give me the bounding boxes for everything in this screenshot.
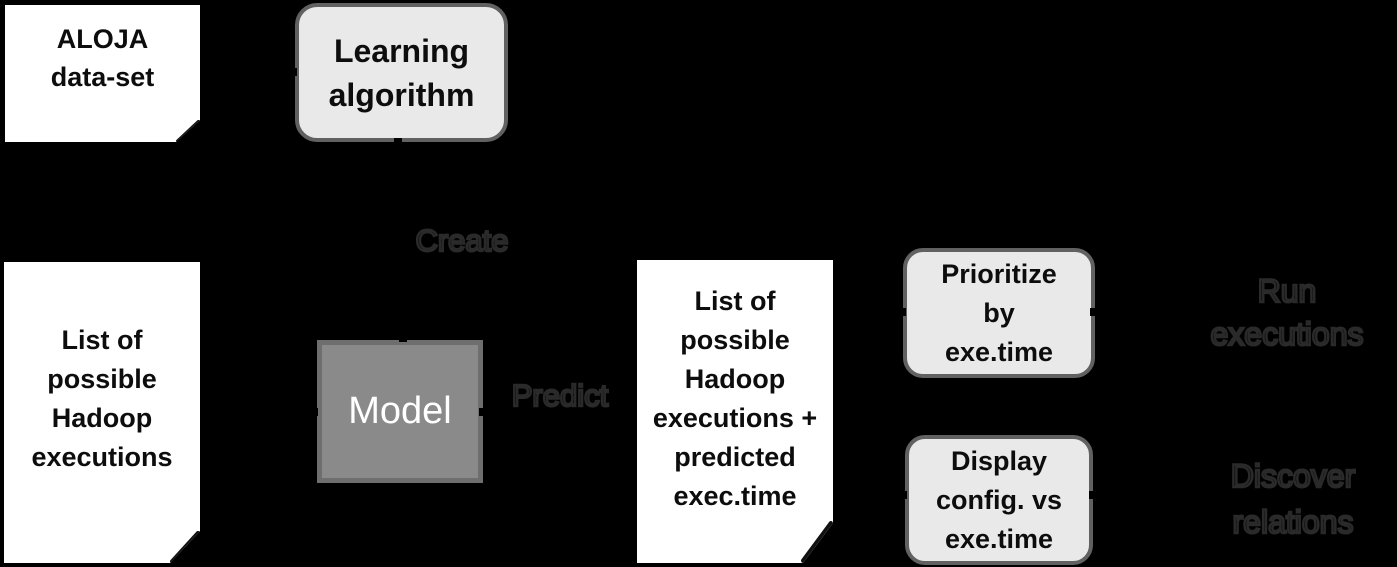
process-display-config-vs-exetime: Display config. vs exe.time	[905, 435, 1093, 565]
folded-corner-icon	[176, 120, 200, 142]
process-prioritize-by-exetime: Prioritize by exe.time	[903, 248, 1095, 378]
edge-label-run-executions: Run executions	[1209, 272, 1364, 354]
edge-label-predict: Predict	[511, 377, 610, 415]
note-predicted-executions-label: List of possible Hadoop executions + pre…	[652, 285, 818, 511]
connector-stub	[1089, 491, 1096, 499]
note-aloja-dataset-label: ALOJA data-set	[50, 23, 155, 92]
connector-stub	[394, 138, 402, 144]
edge-label-discover-relations: Discover relations	[1230, 457, 1357, 542]
note-predicted-executions: List of possible Hadoop executions + pre…	[637, 260, 833, 563]
note-possible-executions: List of possible Hadoop executions	[4, 262, 200, 563]
model-box-label: Model	[348, 390, 452, 432]
connector-stub	[1090, 308, 1097, 316]
connector-stub	[311, 408, 318, 416]
note-aloja-dataset: ALOJA data-set	[5, 5, 200, 142]
process-display-label: Display config. vs exe.time	[935, 445, 1063, 554]
connector-stub	[399, 336, 407, 342]
folded-corner-icon	[170, 531, 200, 563]
process-prioritize-label: Prioritize by exe.time	[941, 258, 1057, 367]
process-learning-algorithm: Learning algorithm	[295, 3, 508, 142]
connector-stub	[899, 308, 906, 316]
note-possible-executions-label: List of possible Hadoop executions	[31, 324, 173, 472]
connector-stub	[291, 68, 297, 76]
process-learning-algorithm-label: Learning algorithm	[328, 32, 475, 113]
edge-label-create: Create	[414, 222, 510, 260]
folded-corner-icon	[801, 521, 833, 563]
model-box: Model	[317, 340, 483, 483]
connector-stub	[900, 491, 907, 499]
connector-stub	[479, 408, 486, 416]
